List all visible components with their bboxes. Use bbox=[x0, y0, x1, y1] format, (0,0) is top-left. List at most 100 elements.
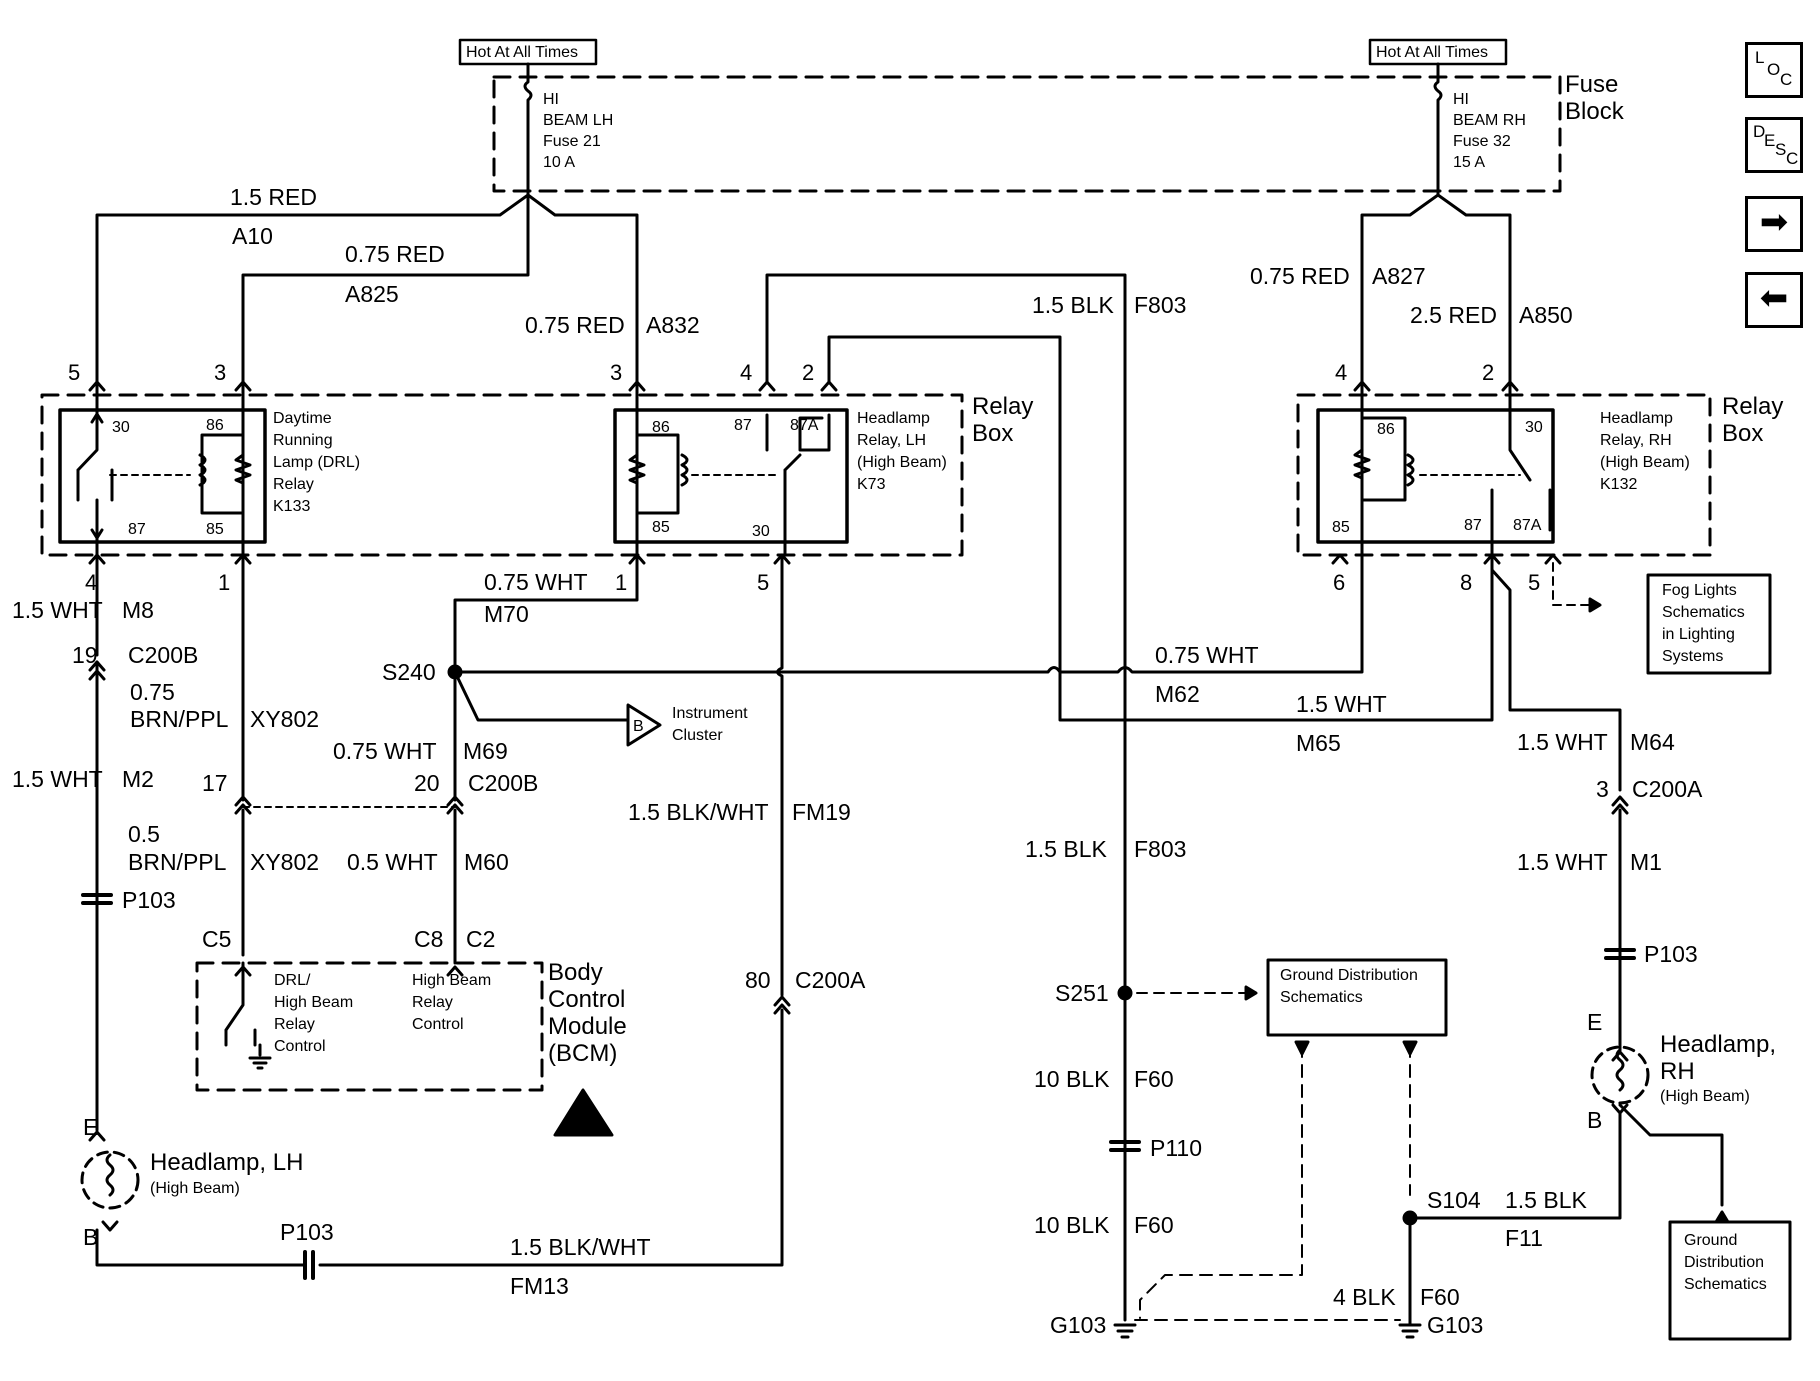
wire-m8-gauge: 1.5 WHT bbox=[12, 597, 103, 623]
fuse-right-2: BEAM RH bbox=[1453, 112, 1526, 129]
p103-bottom-label: P103 bbox=[280, 1219, 334, 1245]
wire-m69-gauge: 0.75 WHT bbox=[333, 738, 437, 764]
wire-xy802-bot-color: BRN/PPL bbox=[128, 849, 227, 875]
drl-term-85: 85 bbox=[206, 521, 224, 538]
ground-dist-mid-1: Ground Distribution bbox=[1280, 967, 1418, 984]
wire-f803 bbox=[765, 273, 1127, 1322]
forward-button[interactable]: ➡ bbox=[1745, 196, 1803, 252]
p110-label: P110 bbox=[1150, 1135, 1202, 1161]
headlamp-relay-lh-frame bbox=[613, 408, 849, 544]
fuse-block-title-1: Fuse bbox=[1565, 71, 1618, 98]
fuse-left-1: HI bbox=[543, 91, 559, 108]
bcm-switch bbox=[224, 961, 262, 1057]
wire-m70 bbox=[453, 553, 639, 802]
c200b-19-name: C200B bbox=[128, 642, 198, 668]
drl-term-86: 86 bbox=[206, 417, 224, 434]
wire-f60-a-circuit: F60 bbox=[1134, 1066, 1174, 1092]
wire-m2-circuit: M2 bbox=[122, 766, 154, 792]
desc-button[interactable]: D E S C bbox=[1745, 117, 1803, 173]
c200a-3-pin: 3 bbox=[1596, 776, 1609, 802]
headlamp-lh-bulb bbox=[80, 1150, 140, 1210]
relay-right-top-pin-2: 2 bbox=[1482, 360, 1494, 385]
lh-term-86: 86 bbox=[652, 419, 670, 436]
wire-m62 bbox=[453, 553, 1364, 674]
relay-box-left-title-1: Relay bbox=[972, 393, 1033, 420]
hl-relay-rh-label-3: (High Beam) bbox=[1600, 454, 1690, 471]
bcm-hb-3: Control bbox=[412, 1016, 464, 1033]
relay-left-top-pin-3b: 3 bbox=[610, 360, 622, 385]
hl-relay-rh-label-2: Relay, RH bbox=[1600, 432, 1672, 449]
esd-warning-icon bbox=[553, 1088, 614, 1137]
headlamp-lh-e-label: E bbox=[83, 1114, 98, 1140]
wire-fm19 bbox=[776, 553, 784, 997]
headlamp-rh-e-label: E bbox=[1587, 1009, 1602, 1035]
wire-m62-circuit: M62 bbox=[1155, 681, 1200, 707]
fuse-left-4: 10 A bbox=[543, 154, 575, 171]
wire-f60-c-gauge: 4 BLK bbox=[1333, 1284, 1396, 1310]
rh-term-87: 87 bbox=[1464, 517, 1482, 534]
desc-letter-d: D bbox=[1753, 122, 1766, 141]
bcm-c5-label: C5 bbox=[202, 926, 231, 952]
relay-left-bottom-pin-1a: 1 bbox=[218, 570, 230, 595]
wire-m70-gauge: 0.75 WHT bbox=[484, 569, 588, 595]
c200a-3-name: C200A bbox=[1632, 776, 1703, 802]
fog-lights-dashed bbox=[1552, 562, 1601, 606]
wire-a850 bbox=[1436, 193, 1512, 385]
wire-a832-circuit: A832 bbox=[646, 312, 700, 338]
wire-f11-gauge: 1.5 BLK bbox=[1505, 1187, 1587, 1213]
relay-right-bottom-pin-6: 6 bbox=[1333, 570, 1345, 595]
instrument-cluster-symbol bbox=[626, 703, 662, 747]
wire-f60-b-circuit: F60 bbox=[1134, 1212, 1174, 1238]
ground-dist-mid-arrow bbox=[1244, 985, 1258, 1001]
p103-left-label: P103 bbox=[122, 887, 176, 913]
hl-relay-lh-label-2: Relay, LH bbox=[857, 432, 926, 449]
headlamp-rh-filament bbox=[1615, 1048, 1625, 1092]
rh-term-30: 30 bbox=[1525, 419, 1543, 436]
relay-box-left-title-2: Box bbox=[972, 420, 1013, 447]
ground-dist-right-3: Schematics bbox=[1684, 1276, 1767, 1293]
wire-m62-gauge: 0.75 WHT bbox=[1155, 642, 1259, 668]
wire-m1-gauge: 1.5 WHT bbox=[1517, 849, 1608, 875]
fog-lights-arrow bbox=[1588, 597, 1602, 613]
bcm-c2-label: C2 bbox=[466, 926, 495, 952]
connector-p103-bottom bbox=[303, 1250, 315, 1280]
drl-term-30: 30 bbox=[112, 419, 130, 436]
drl-relay-contacts bbox=[76, 381, 114, 557]
lh-relay-contacts bbox=[765, 413, 831, 557]
wire-xy802-top-gauge: 0.75 bbox=[130, 679, 175, 705]
ground-dist-right-1: Ground bbox=[1684, 1232, 1737, 1249]
lh-term-30: 30 bbox=[752, 523, 770, 540]
wire-f60-a-gauge: 10 BLK bbox=[1034, 1066, 1110, 1092]
fog-lights-label-3: in Lighting bbox=[1662, 626, 1735, 643]
wire-m65-circuit: M65 bbox=[1296, 730, 1341, 756]
wire-xy802-bot-circuit: XY802 bbox=[250, 849, 319, 875]
fuse-right-3: Fuse 32 bbox=[1453, 133, 1511, 150]
bcm-drl-4: Control bbox=[274, 1038, 326, 1055]
bcm-drl-3: Relay bbox=[274, 1016, 315, 1033]
wire-fm13-left bbox=[95, 1228, 307, 1267]
hl-relay-lh-label-3: (High Beam) bbox=[857, 454, 947, 471]
wire-m70-circuit: M70 bbox=[484, 601, 529, 627]
bcm-drl-2: High Beam bbox=[274, 994, 353, 1011]
drl-relay-arrows bbox=[90, 412, 104, 540]
lh-relay-coil bbox=[680, 453, 689, 487]
wire-fm19-circuit: FM19 bbox=[792, 799, 851, 825]
wire-a827-circuit: A827 bbox=[1372, 263, 1426, 289]
wire-m69 bbox=[453, 670, 630, 722]
relay-left-top-pin-3a: 3 bbox=[214, 360, 226, 385]
fuse-32-symbol bbox=[1433, 62, 1443, 197]
fuse-right-4: 15 A bbox=[1453, 154, 1485, 171]
bcm-title-1: Body bbox=[548, 959, 603, 986]
relay-left-bottom-pin-5: 5 bbox=[757, 570, 769, 595]
wire-a825-gauge: 0.75 RED bbox=[345, 241, 445, 267]
bcm-drl-1: DRL/ bbox=[274, 972, 311, 989]
wire-m69-circuit: M69 bbox=[463, 738, 508, 764]
back-button[interactable]: ⬅ bbox=[1745, 272, 1803, 328]
fuse-right-1: HI bbox=[1453, 91, 1469, 108]
hl-relay-rh-label-4: K132 bbox=[1600, 476, 1637, 493]
loc-button[interactable]: L O C bbox=[1745, 42, 1803, 98]
connector-c200a-3 bbox=[1611, 795, 1629, 815]
instrument-cluster-label-1: Instrument bbox=[672, 705, 748, 722]
wire-m65 bbox=[827, 335, 1494, 722]
lh-term-87a: 87A bbox=[790, 417, 819, 434]
